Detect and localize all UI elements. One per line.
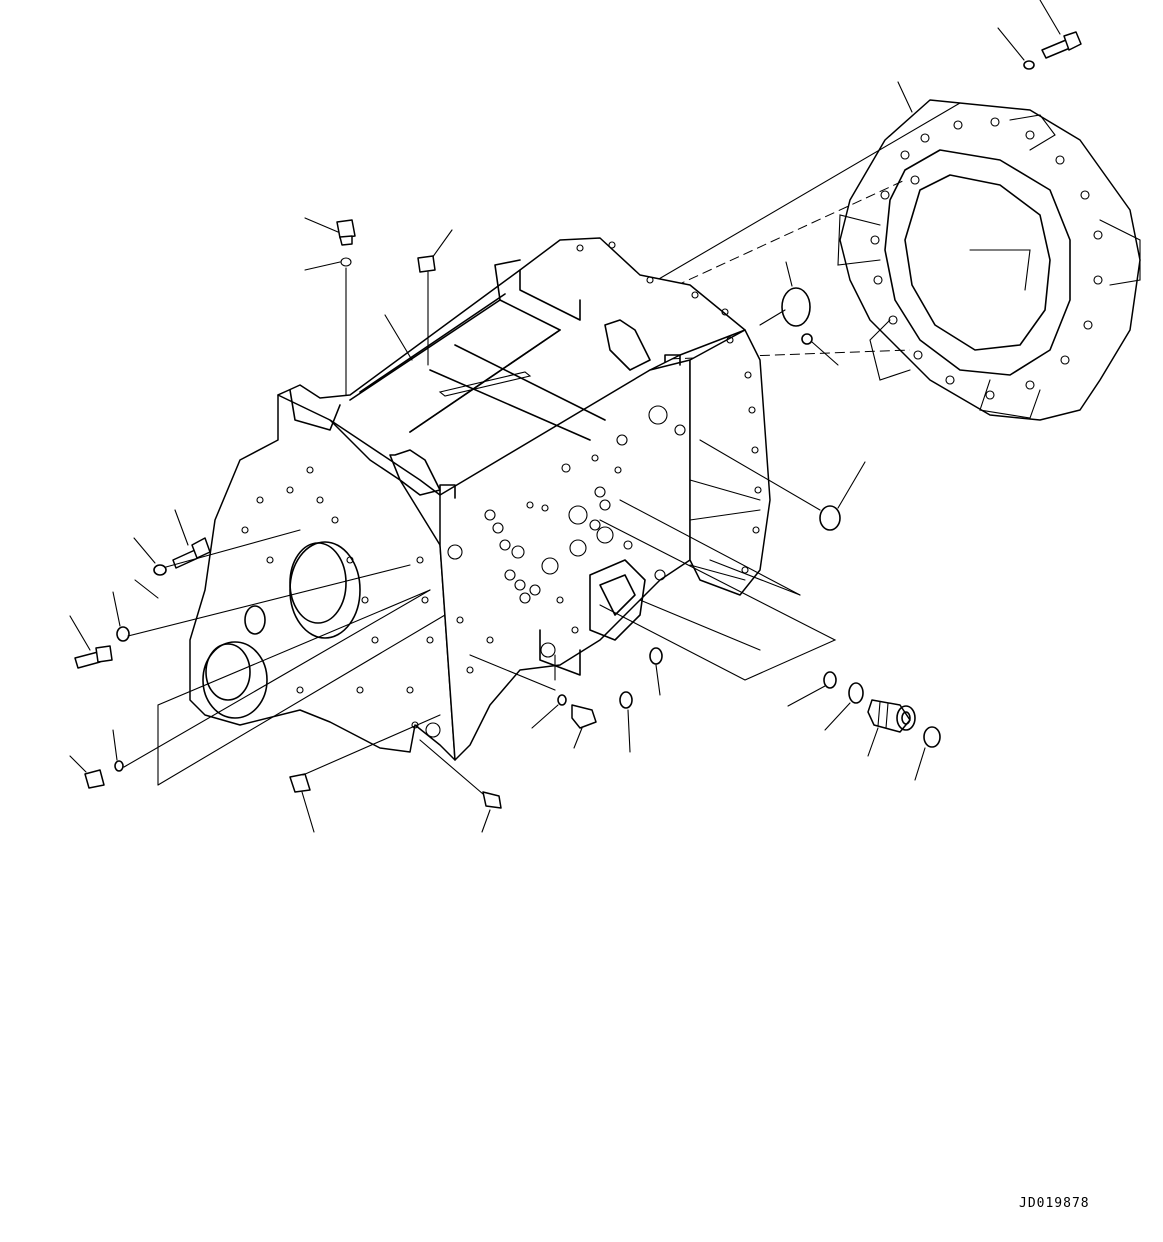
o-rings — [619, 261, 941, 781]
relief-valve — [867, 699, 916, 757]
drawing-reference-code: JD019878 — [1019, 1196, 1090, 1211]
guide-line — [639, 349, 911, 361]
flange-bolts — [897, 0, 1082, 113]
guide-line — [709, 559, 801, 596]
guide-line — [123, 529, 446, 786]
guide-line — [639, 599, 761, 651]
washers — [112, 537, 167, 772]
plugs — [304, 217, 453, 396]
mounting-bolts — [69, 509, 211, 789]
transmission-case — [189, 237, 771, 761]
guide-line — [639, 102, 961, 291]
guide-line — [599, 519, 837, 681]
plugs — [289, 654, 597, 833]
guide-line — [619, 499, 801, 596]
rear-cover — [837, 99, 1141, 421]
